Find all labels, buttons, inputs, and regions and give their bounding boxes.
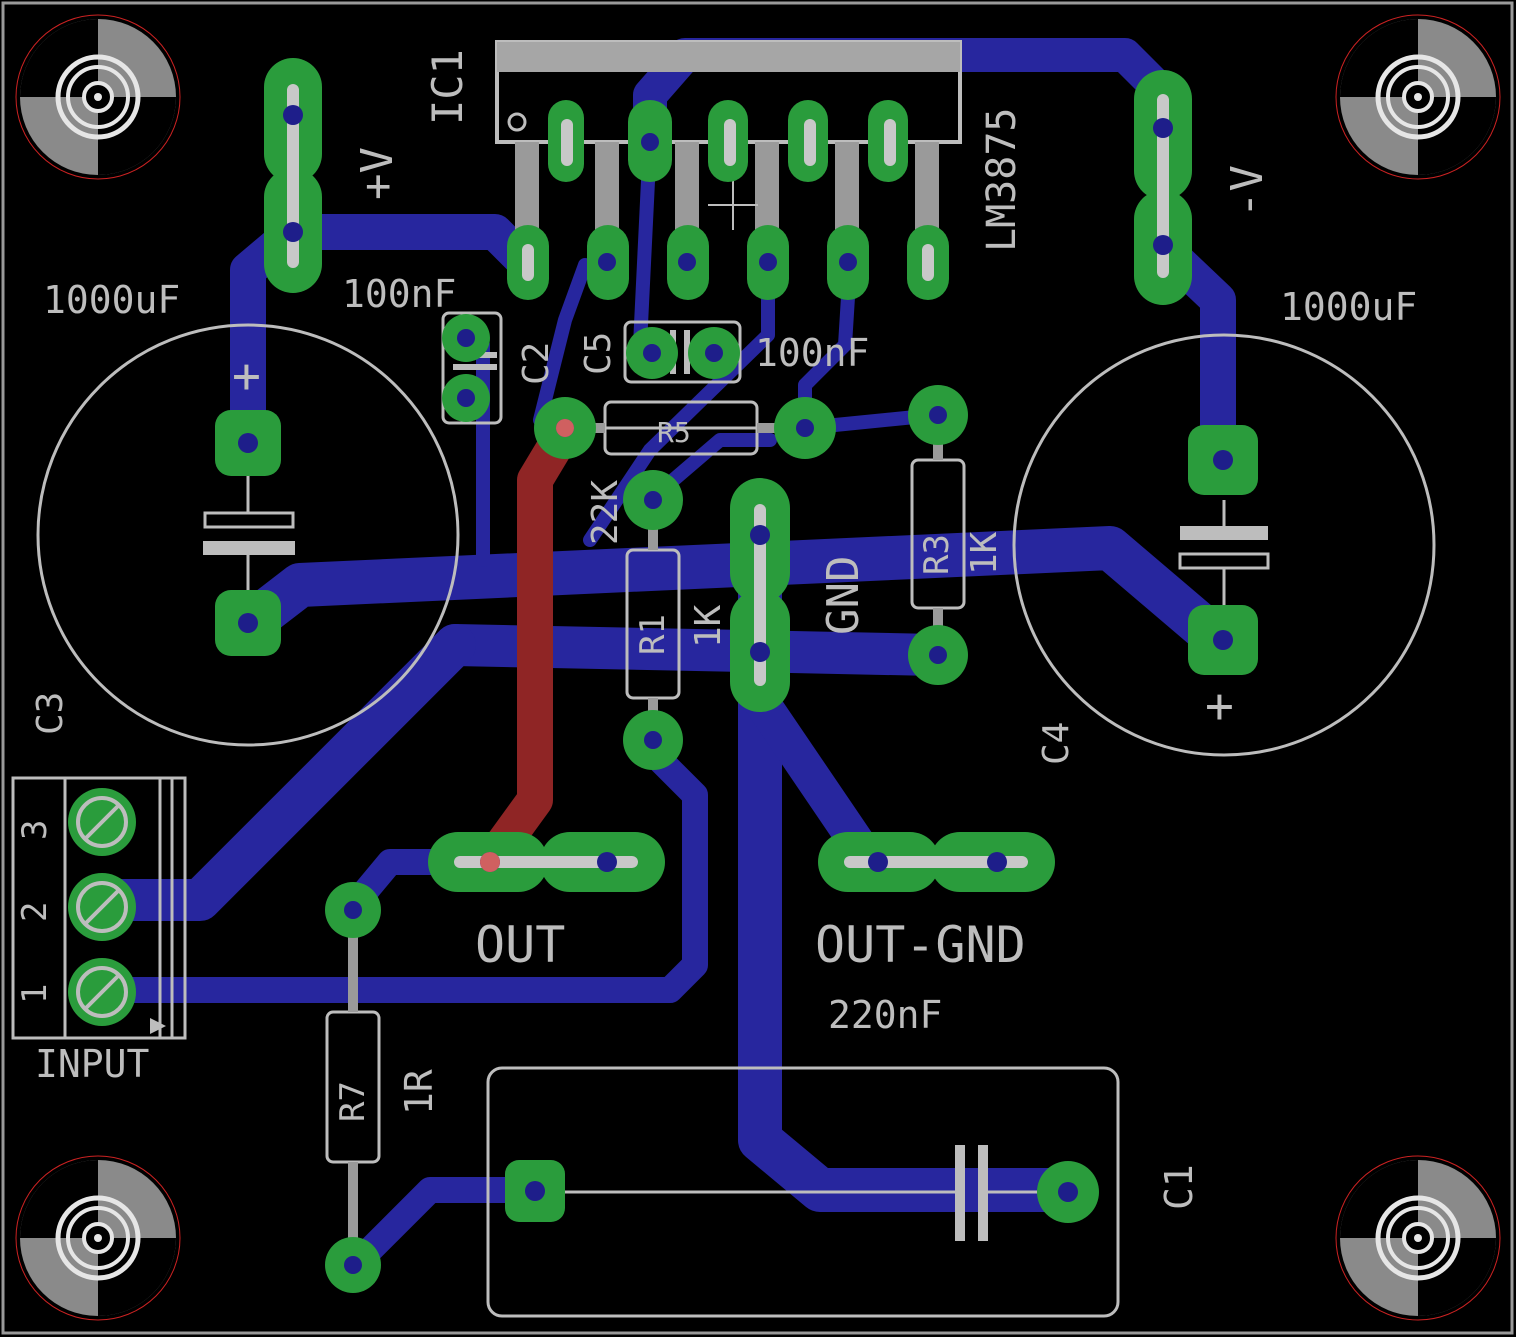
via-top	[556, 419, 574, 437]
plus-v-label: +V	[352, 147, 403, 200]
silkscreen-outlines	[11, 311, 1436, 1318]
c3-name: C3	[30, 692, 71, 735]
terminal-screws	[76, 796, 128, 1018]
mounting-hole-top-right	[1336, 15, 1500, 179]
ic1-name: IC1	[423, 49, 472, 125]
out-gnd-label: OUT-GND	[815, 916, 1026, 974]
minus-v-label: -V	[1222, 165, 1273, 218]
c1-name: C1	[1157, 1164, 1201, 1210]
via-out	[480, 852, 500, 872]
mounting-hole-top-left	[16, 15, 180, 179]
c2-value: 100nF	[342, 272, 456, 316]
pin2-label: 2	[15, 902, 55, 922]
r3-value: 1K	[964, 531, 1005, 575]
gnd-label: GND	[818, 556, 869, 635]
c5-value: 100nF	[755, 331, 869, 375]
r7-value: 1R	[397, 1069, 441, 1115]
r3-name: R3	[917, 534, 957, 575]
c3-plus-sign: +	[232, 348, 261, 404]
r1-name: R1	[633, 614, 673, 655]
silk-lines	[246, 426, 1226, 1194]
c4-name: C4	[1036, 722, 1077, 765]
c2-name: C2	[516, 342, 557, 385]
r7-name: R7	[333, 1081, 373, 1122]
ic1-value: LM3875	[979, 108, 1025, 253]
input-label: INPUT	[35, 1042, 149, 1086]
r5-value: 22K	[585, 480, 626, 545]
pin1-label: 1	[15, 984, 55, 1004]
r5-name: R5	[657, 416, 691, 449]
c4-value: 1000uF	[1280, 285, 1417, 329]
c5-name: C5	[578, 332, 619, 375]
mounting-hole-bottom-right	[1336, 1156, 1500, 1320]
c3-value: 1000uF	[43, 278, 180, 322]
pads	[68, 58, 1258, 1293]
mounting-hole-bottom-left	[16, 1156, 180, 1320]
c1-value: 220nF	[828, 993, 942, 1037]
out-label: OUT	[475, 916, 565, 974]
pin1-marker-icon	[150, 1018, 166, 1034]
pin3-label: 3	[15, 820, 55, 840]
pad-holes	[238, 105, 1233, 1274]
c4-plus-sign: +	[1205, 678, 1234, 734]
r1-value: 1K	[688, 604, 729, 648]
